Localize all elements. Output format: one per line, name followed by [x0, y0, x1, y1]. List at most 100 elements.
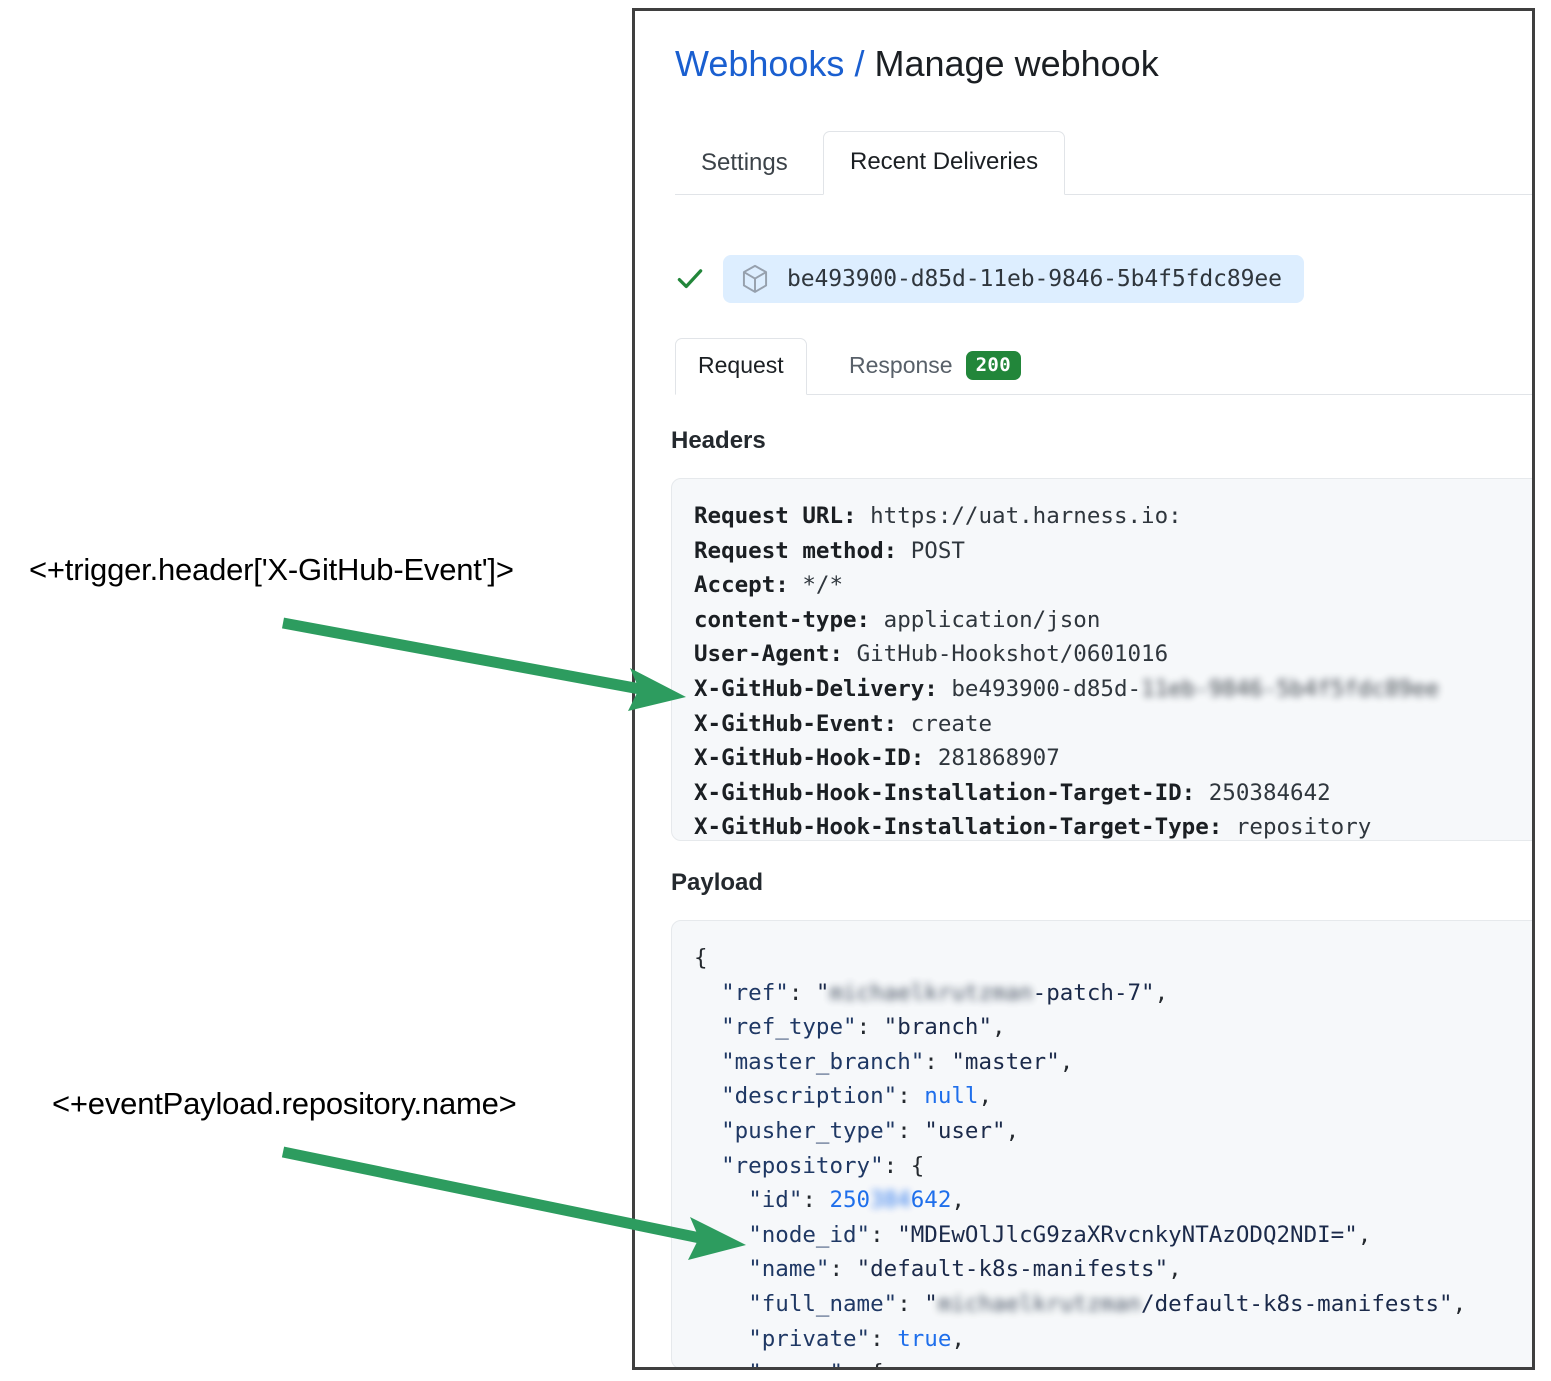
payload-line: "id": 250384642, [694, 1183, 1532, 1218]
header-line: X-GitHub-Event: create [694, 707, 1532, 742]
json-colon: : [788, 979, 816, 1006]
header-value: create [910, 710, 993, 737]
json-comma: , [1357, 1221, 1372, 1248]
header-value: 250384642 [1208, 779, 1331, 806]
json-key: "name" [748, 1256, 830, 1283]
json-brace: { [870, 1360, 884, 1367]
header-value: https://uat.harness.io: [870, 503, 1182, 529]
payload-line: "master_branch": "master", [694, 1045, 1532, 1080]
annotation-label-event-payload: <+eventPayload.repository.name> [52, 1086, 517, 1121]
json-key: "ref_type" [721, 1014, 857, 1041]
json-brace: { [694, 945, 708, 971]
breadcrumb: Webhooks / Manage webhook [675, 41, 1159, 86]
arrow-to-x-github-event [282, 617, 686, 711]
header-key: X-GitHub-Hook-Installation-Target-ID: [694, 779, 1196, 806]
payload-code-block: { "ref": "michaelkrutzman-patch-7", "ref… [671, 920, 1532, 1367]
json-comma: , [951, 1325, 965, 1352]
headers-code-block: Request URL: https://uat.harness.io:Requ… [671, 478, 1532, 841]
json-string: "default-k8s-manifests" [856, 1256, 1169, 1283]
json-key: "owner" [748, 1360, 843, 1367]
json-colon: : [856, 1014, 884, 1041]
header-value: POST [910, 537, 965, 564]
header-key: X-GitHub-Hook-Installation-Target-Type: [694, 814, 1223, 841]
breadcrumb-link-webhooks[interactable]: Webhooks [675, 43, 845, 84]
delivery-row[interactable]: be493900-d85d-11eb-9846-5b4f5fdc89ee [675, 255, 1304, 303]
header-value: */* [802, 572, 844, 599]
webhook-tabs: Settings Recent Deliveries [675, 123, 1532, 195]
tab-settings[interactable]: Settings [701, 149, 788, 176]
json-comma: , [951, 1187, 965, 1214]
header-line: X-GitHub-Delivery: be493900-d85d-11eb-98… [694, 672, 1532, 707]
tab-recent-deliveries[interactable]: Recent Deliveries [823, 131, 1066, 195]
header-line: X-GitHub-Hook-ID: 281868907 [694, 741, 1532, 776]
payload-line: "name": "default-k8s-manifests", [694, 1252, 1532, 1287]
header-value: repository [1235, 814, 1372, 841]
payload-section-title: Payload [671, 869, 764, 896]
header-line: User-Agent: GitHub-Hookshot/0601016 [694, 637, 1532, 672]
json-colon: : [897, 1290, 925, 1317]
json-number: 250 [829, 1187, 871, 1214]
header-line: Request URL: https://uat.harness.io: [694, 499, 1532, 534]
json-number-redacted: 384 [870, 1187, 911, 1214]
payload-line: "private": true, [694, 1322, 1532, 1357]
tab-response[interactable]: Response 200 [827, 338, 1043, 395]
delivery-id-pill[interactable]: be493900-d85d-11eb-9846-5b4f5fdc89ee [723, 255, 1304, 303]
request-response-tabs: Request Response 200 [675, 333, 1532, 395]
breadcrumb-separator: / [854, 43, 865, 84]
json-comma: , [1154, 979, 1169, 1006]
json-string: "user" [924, 1117, 1006, 1144]
header-value: be493900-d85d- [951, 675, 1142, 702]
json-key: "node_id" [748, 1221, 871, 1248]
json-string: -patch-7" [1032, 979, 1155, 1006]
json-colon: : [829, 1256, 857, 1283]
json-comma: , [1168, 1256, 1182, 1283]
header-key: content-type: [694, 606, 871, 633]
json-string-redacted: michaelkrutzman [937, 1290, 1142, 1317]
header-key: Request URL: [694, 503, 857, 529]
header-value: GitHub-Hookshot/0601016 [856, 641, 1169, 668]
json-key: "pusher_type" [721, 1117, 898, 1144]
json-string: "MDEwOlJlcG9zaXRvcnkyNTAzODQ2NDI=" [897, 1221, 1358, 1248]
tab-underline [675, 194, 1532, 195]
check-icon [677, 269, 703, 289]
header-key: User-Agent: [694, 641, 844, 668]
json-colon: : [883, 1152, 911, 1179]
header-line: X-GitHub-Hook-Installation-Target-ID: 25… [694, 776, 1532, 811]
json-key: "repository" [721, 1152, 884, 1179]
payload-line: { [694, 941, 1532, 976]
json-colon: : [897, 1083, 925, 1110]
tab-response-label: Response [849, 352, 953, 378]
header-value-redacted: 11eb-9846-5b4f5fdc89ee [1141, 675, 1440, 702]
package-cube-icon [742, 264, 768, 293]
payload-line: "repository": { [694, 1149, 1532, 1184]
annotation-label-trigger-header: <+trigger.header['X-GitHub-Event']> [29, 552, 514, 587]
header-line: Accept: */* [694, 568, 1532, 603]
inner-tab-underline [675, 394, 1532, 395]
header-key: X-GitHub-Hook-ID: [694, 745, 925, 772]
json-quote: " [815, 979, 830, 1006]
header-value: 281868907 [937, 745, 1060, 772]
payload-line: "description": null, [694, 1079, 1532, 1114]
json-comma: , [978, 1083, 993, 1110]
json-comma: , [1005, 1117, 1020, 1144]
json-comma: , [992, 1014, 1006, 1041]
delivery-guid: be493900-d85d-11eb-9846-5b4f5fdc89ee [787, 266, 1282, 292]
json-colon: : [802, 1187, 830, 1214]
json-comma: , [1059, 1048, 1074, 1075]
json-key: "description" [721, 1083, 898, 1110]
json-key: "master_branch" [721, 1048, 925, 1075]
header-key: Accept: [694, 572, 789, 599]
json-literal: true [897, 1325, 952, 1352]
json-literal: null [924, 1083, 979, 1110]
header-line: X-GitHub-Hook-Installation-Target-Type: … [694, 810, 1532, 841]
header-key: X-GitHub-Event: [694, 710, 898, 737]
json-quote: " [924, 1290, 938, 1317]
json-brace: { [910, 1152, 925, 1179]
header-key: Request method: [694, 537, 898, 564]
header-value: application/json [883, 606, 1101, 633]
tab-request[interactable]: Request [675, 338, 807, 395]
json-key: "id" [748, 1187, 803, 1214]
json-colon: : [897, 1117, 925, 1144]
payload-line: "full_name": "michaelkrutzman/default-k8… [694, 1287, 1532, 1322]
json-colon: : [924, 1048, 952, 1075]
